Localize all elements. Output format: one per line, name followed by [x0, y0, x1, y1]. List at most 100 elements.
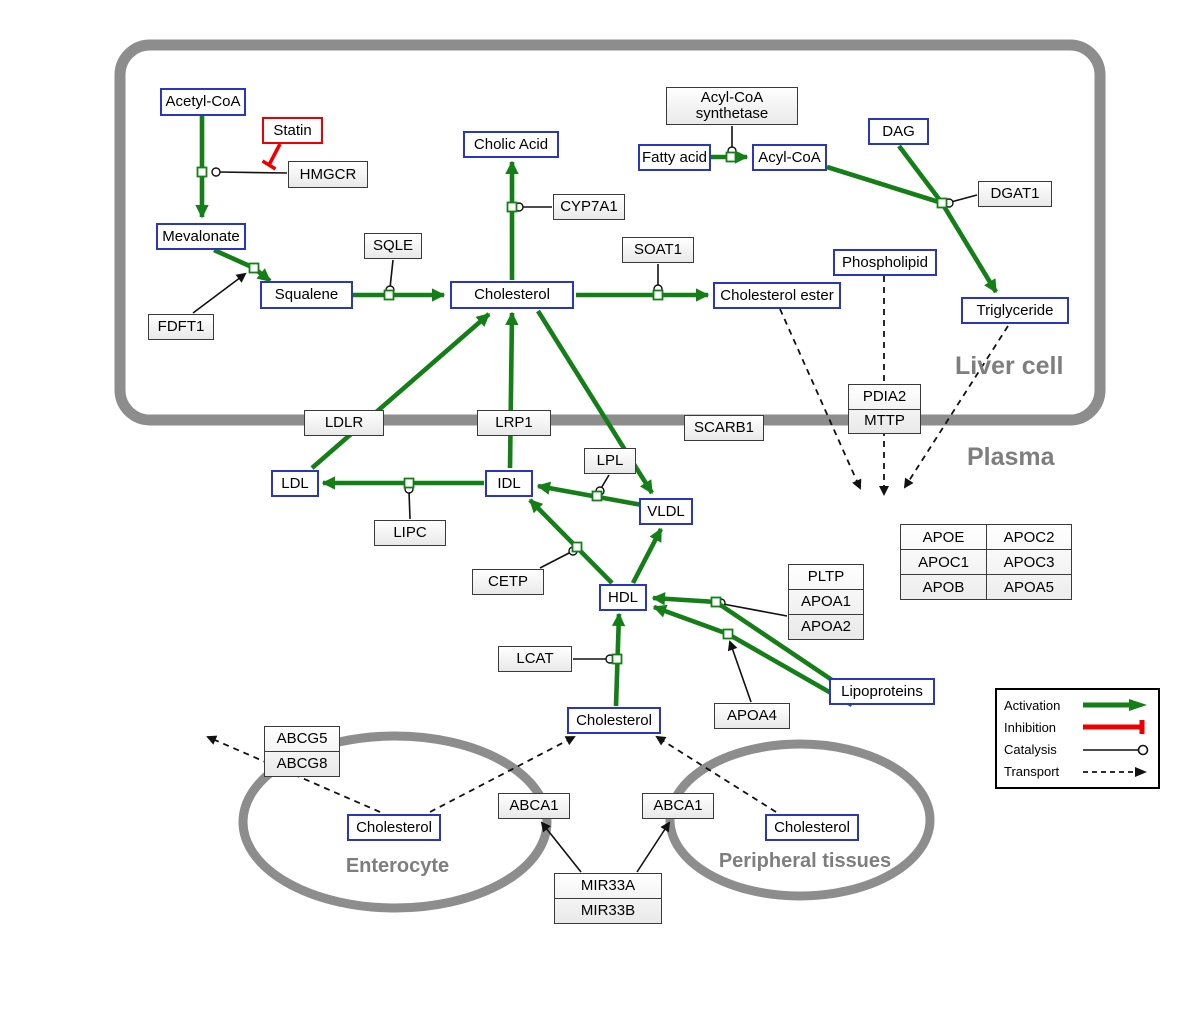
node-apoa4[interactable]: APOA4 [714, 703, 790, 729]
node-apoc2[interactable]: APOC2 [986, 525, 1071, 549]
node-ldl[interactable]: LDL [271, 470, 319, 497]
node-acyl-coa-synthetase[interactable]: Acyl-CoA synthetase [666, 87, 798, 125]
peripheral-tissues-outline [665, 739, 935, 901]
legend: Activation Inhibition Catalysis Transpor… [995, 688, 1160, 789]
edge-dag-dgat1node [897, 144, 944, 205]
acyl-coa-synthetase-line2: synthetase [695, 105, 769, 122]
node-lipc[interactable]: LIPC [374, 520, 446, 546]
legend-inhibition-label: Inhibition [1004, 719, 1057, 735]
node-apoa2[interactable]: APOA2 [789, 614, 863, 639]
reaction-node-soat1 [652, 289, 664, 301]
node-hmgcr[interactable]: HMGCR [288, 161, 368, 188]
edge-enterocyte-cholesterol-abca1-transport [429, 736, 576, 813]
enterocyte-label: Enterocyte [345, 855, 450, 877]
reaction-node-dgat1 [936, 197, 948, 209]
node-soat1[interactable]: SOAT1 [622, 237, 694, 263]
node-abcg8[interactable]: ABCG8 [265, 751, 339, 776]
node-acetyl-coa[interactable]: Acetyl-CoA [160, 88, 246, 116]
node-apoc3[interactable]: APOC3 [986, 549, 1071, 574]
node-cetp[interactable]: CETP [472, 569, 544, 595]
edge-lipc-catalysis [408, 490, 411, 520]
edge-mir33-abca1-left [540, 821, 582, 873]
reaction-node-hmgcr [196, 166, 208, 178]
catalysis-circle-icon [1083, 744, 1149, 755]
node-vldl[interactable]: VLDL [639, 498, 693, 525]
node-fatty-acid[interactable]: Fatty acid [638, 144, 711, 171]
catalysis-endpoint-hmgcr [211, 167, 221, 177]
node-ldlr[interactable]: LDLR [304, 410, 384, 436]
plasma-label: Plasma [967, 443, 1055, 471]
reaction-node-lipc [403, 477, 415, 489]
node-mir33b[interactable]: MIR33B [555, 898, 661, 923]
legend-catalysis-label: Catalysis [1004, 742, 1057, 758]
node-cyp7a1[interactable]: CYP7A1 [553, 194, 625, 220]
node-acyl-coa[interactable]: Acyl-CoA [752, 144, 827, 171]
node-triglyceride[interactable]: Triglyceride [961, 297, 1069, 324]
node-dgat1[interactable]: DGAT1 [978, 181, 1052, 207]
edge-acylcoa-dgat1node [826, 164, 943, 206]
reaction-node-lpl [591, 490, 603, 502]
node-idl[interactable]: IDL [485, 470, 533, 497]
node-apolipoprotein-table[interactable]: APOE APOC2 APOC1 APOC3 APOB APOA5 [900, 524, 1072, 600]
node-pdia2[interactable]: PDIA2 [862, 387, 907, 405]
edge-ldl-cholesterol-ldlr [310, 312, 491, 470]
node-cholesterol-plasma[interactable]: Cholesterol [567, 707, 661, 734]
node-apoe[interactable]: APOE [922, 528, 965, 546]
edge-cetp-catalysis [539, 551, 572, 569]
edge-hdl-vldl [630, 527, 664, 585]
node-abca1-right[interactable]: ABCA1 [642, 793, 714, 819]
statin-inhibition-tbar [261, 159, 277, 171]
edge-vldl-idl-lpl [536, 481, 643, 508]
node-pltp[interactable]: PLTP [807, 568, 845, 586]
node-apoa5[interactable]: APOA5 [986, 574, 1071, 599]
node-statin[interactable]: Statin [262, 117, 323, 144]
node-pltp-apoa1-apoa2[interactable]: PLTP APOA1 APOA2 [788, 564, 864, 640]
node-cholesterol-liver[interactable]: Cholesterol [450, 281, 574, 309]
edge-apoa4-arrow [727, 640, 752, 703]
node-lrp1[interactable]: LRP1 [477, 410, 551, 436]
edge-statin-inhibition [267, 143, 282, 166]
edge-fdft1-arrow [192, 272, 247, 314]
node-apoa1[interactable]: APOA1 [789, 589, 863, 614]
edge-hmgcr-catalysis [218, 171, 288, 174]
node-pdia2-mttp[interactable]: PDIA2 MTTP [848, 384, 921, 434]
acyl-coa-synthetase-line1: Acyl-CoA [700, 89, 764, 107]
liver-cell-label: Liver cell [955, 352, 1064, 380]
legend-transport-label: Transport [1004, 764, 1060, 780]
reaction-node-pltp [710, 596, 722, 608]
node-apob[interactable]: APOB [901, 574, 986, 599]
node-squalene[interactable]: Squalene [260, 281, 353, 309]
edge-dgat1node-triglyceride [940, 201, 998, 294]
node-mttp[interactable]: MTTP [849, 408, 920, 434]
node-cholic-acid[interactable]: Cholic Acid [463, 131, 559, 158]
edge-dgat1-catalysis [950, 194, 978, 203]
node-apoc1[interactable]: APOC1 [901, 549, 986, 574]
node-lipoproteins[interactable]: Lipoproteins [829, 678, 935, 705]
node-abcg5-abcg8[interactable]: ABCG5 ABCG8 [264, 726, 340, 777]
edge-peripheral-cholesterol-abca1-transport [655, 735, 777, 813]
reaction-node-cyp7a1 [506, 201, 518, 213]
node-cholesterol-enterocyte[interactable]: Cholesterol [347, 814, 441, 841]
node-abcg5[interactable]: ABCG5 [276, 730, 328, 748]
node-cholesterol-ester[interactable]: Cholesterol ester [713, 282, 841, 309]
node-mir33a-mir33b[interactable]: MIR33A MIR33B [554, 873, 662, 924]
node-sqle[interactable]: SQLE [364, 233, 422, 259]
node-fdft1[interactable]: FDFT1 [148, 314, 214, 340]
legend-row-inhibition: Inhibition [1004, 719, 1151, 735]
node-lcat[interactable]: LCAT [498, 646, 572, 672]
node-dag[interactable]: DAG [868, 118, 929, 145]
edge-pltp-catalysis [722, 603, 788, 617]
node-scarb1[interactable]: SCARB1 [684, 415, 764, 441]
reaction-node-fdft1 [248, 262, 260, 274]
node-cholesterol-peripheral[interactable]: Cholesterol [765, 814, 859, 841]
reaction-node-cetp [571, 541, 583, 553]
node-mevalonate[interactable]: Mevalonate [156, 223, 246, 250]
node-phospholipid[interactable]: Phospholipid [833, 249, 937, 276]
node-lpl[interactable]: LPL [584, 448, 636, 474]
peripheral-tissues-label: Peripheral tissues [718, 850, 892, 872]
node-hdl[interactable]: HDL [599, 584, 647, 611]
node-mir33a[interactable]: MIR33A [580, 877, 636, 895]
node-abca1-left[interactable]: ABCA1 [498, 793, 570, 819]
